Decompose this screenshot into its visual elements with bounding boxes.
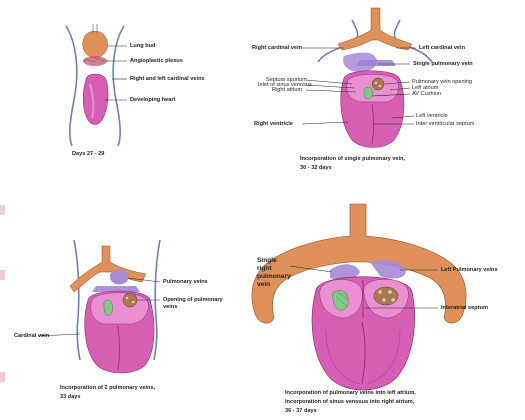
- label-single-right-1: Single: [257, 257, 277, 265]
- caption-panel2-line1: Incorporation of single pulmonary vein,: [300, 155, 405, 163]
- panel-single-pulmonary-vein: [302, 8, 432, 148]
- label-lung-bud: Lung bud: [130, 43, 155, 49]
- label-angioplastic-plexus: Angioplastic plexus: [130, 58, 183, 64]
- label-single-pulmonary-vein: Single pulmonary vein: [413, 61, 473, 67]
- caption-panel2-line2: 30 - 32 days: [300, 164, 332, 172]
- leader-line: [302, 122, 348, 124]
- pulmonary-vein-opening: [123, 293, 137, 307]
- right-cardinal-vein: [66, 26, 77, 146]
- label-right-atrium: Right atrium: [272, 87, 302, 93]
- label-right-cardinal-vein: Right cardinal vein: [252, 45, 302, 51]
- opening-dot: [375, 82, 377, 84]
- label-single-right-2: right: [257, 265, 272, 273]
- atria: [347, 74, 399, 102]
- lung-bud: [70, 246, 146, 292]
- caption-panel1: Days 27 - 29: [72, 150, 104, 158]
- opening-dot: [391, 298, 395, 302]
- left-cardinal-vein: [113, 26, 124, 146]
- label-interatrial-septum: Interatrial septum: [441, 305, 488, 311]
- opening-dot: [388, 290, 392, 294]
- panel-two-pulmonary-veins: [38, 240, 160, 373]
- panel-incorporation-left-right-atrium: [252, 204, 466, 390]
- edge-smudge: [0, 372, 5, 382]
- pulmonary-vein-openings: [374, 287, 398, 305]
- pulmonary-veins: [110, 269, 128, 284]
- label-cardinal-veins: Right and left cardinal veins: [130, 76, 205, 82]
- lung-bud: [83, 31, 108, 58]
- label-left-ventricle: Left ventricle: [416, 113, 448, 119]
- caption-panel4-line2: Incorporation of sinus venosus into righ…: [285, 398, 414, 406]
- caption-panel4-line1: Incorporation of pulmonary veins into le…: [285, 389, 416, 397]
- label-single-right-3: pulmonary: [257, 273, 291, 281]
- label-developing-heart: Developing heart: [130, 97, 175, 103]
- av-cushion: [364, 87, 372, 99]
- pulmonary-vein-opening: [372, 78, 384, 90]
- label-left-pulmonary-veins: Left Pulmonary veins: [441, 267, 498, 273]
- label-right-ventricle: Right ventricle: [254, 121, 293, 127]
- opening-dot: [132, 301, 135, 304]
- developing-heart: [83, 74, 108, 125]
- edge-smudge: [0, 270, 5, 280]
- opening-dot: [378, 290, 382, 294]
- lung-bud: [338, 8, 412, 50]
- label-opening-pulmonary-veins-2: veins: [163, 304, 177, 310]
- label-av-cushion: AV Cushion: [412, 91, 441, 97]
- atria: [91, 293, 149, 324]
- right-cardinal-vein: [74, 240, 80, 360]
- caption-panel3-line1: Incorporation of 2 pulmonary veins,: [60, 384, 155, 392]
- label-cardinal-vein: Cardinal vein: [14, 333, 49, 339]
- label-pulmonary-veins: Pulmonary veins: [163, 279, 208, 285]
- opening-dot: [379, 85, 381, 87]
- venous-tissue: [356, 60, 396, 66]
- label-left-cardinal-vein: Left cardinal vein: [419, 45, 465, 51]
- caption-panel3-line2: 33 days: [60, 393, 81, 401]
- caption-panel4-line3: 36 - 37 days: [285, 407, 317, 415]
- panel-days-27-29: [66, 24, 127, 146]
- edge-smudge: [0, 205, 5, 215]
- label-single-right-4: vein: [257, 281, 270, 289]
- label-opening-pulmonary-veins-1: Opening of pulmonary: [163, 297, 223, 303]
- opening-dot: [382, 298, 386, 302]
- opening-dot: [126, 297, 129, 300]
- av-cushion: [104, 300, 113, 316]
- label-interventricular-septum: Inter ventricular septum: [416, 121, 474, 127]
